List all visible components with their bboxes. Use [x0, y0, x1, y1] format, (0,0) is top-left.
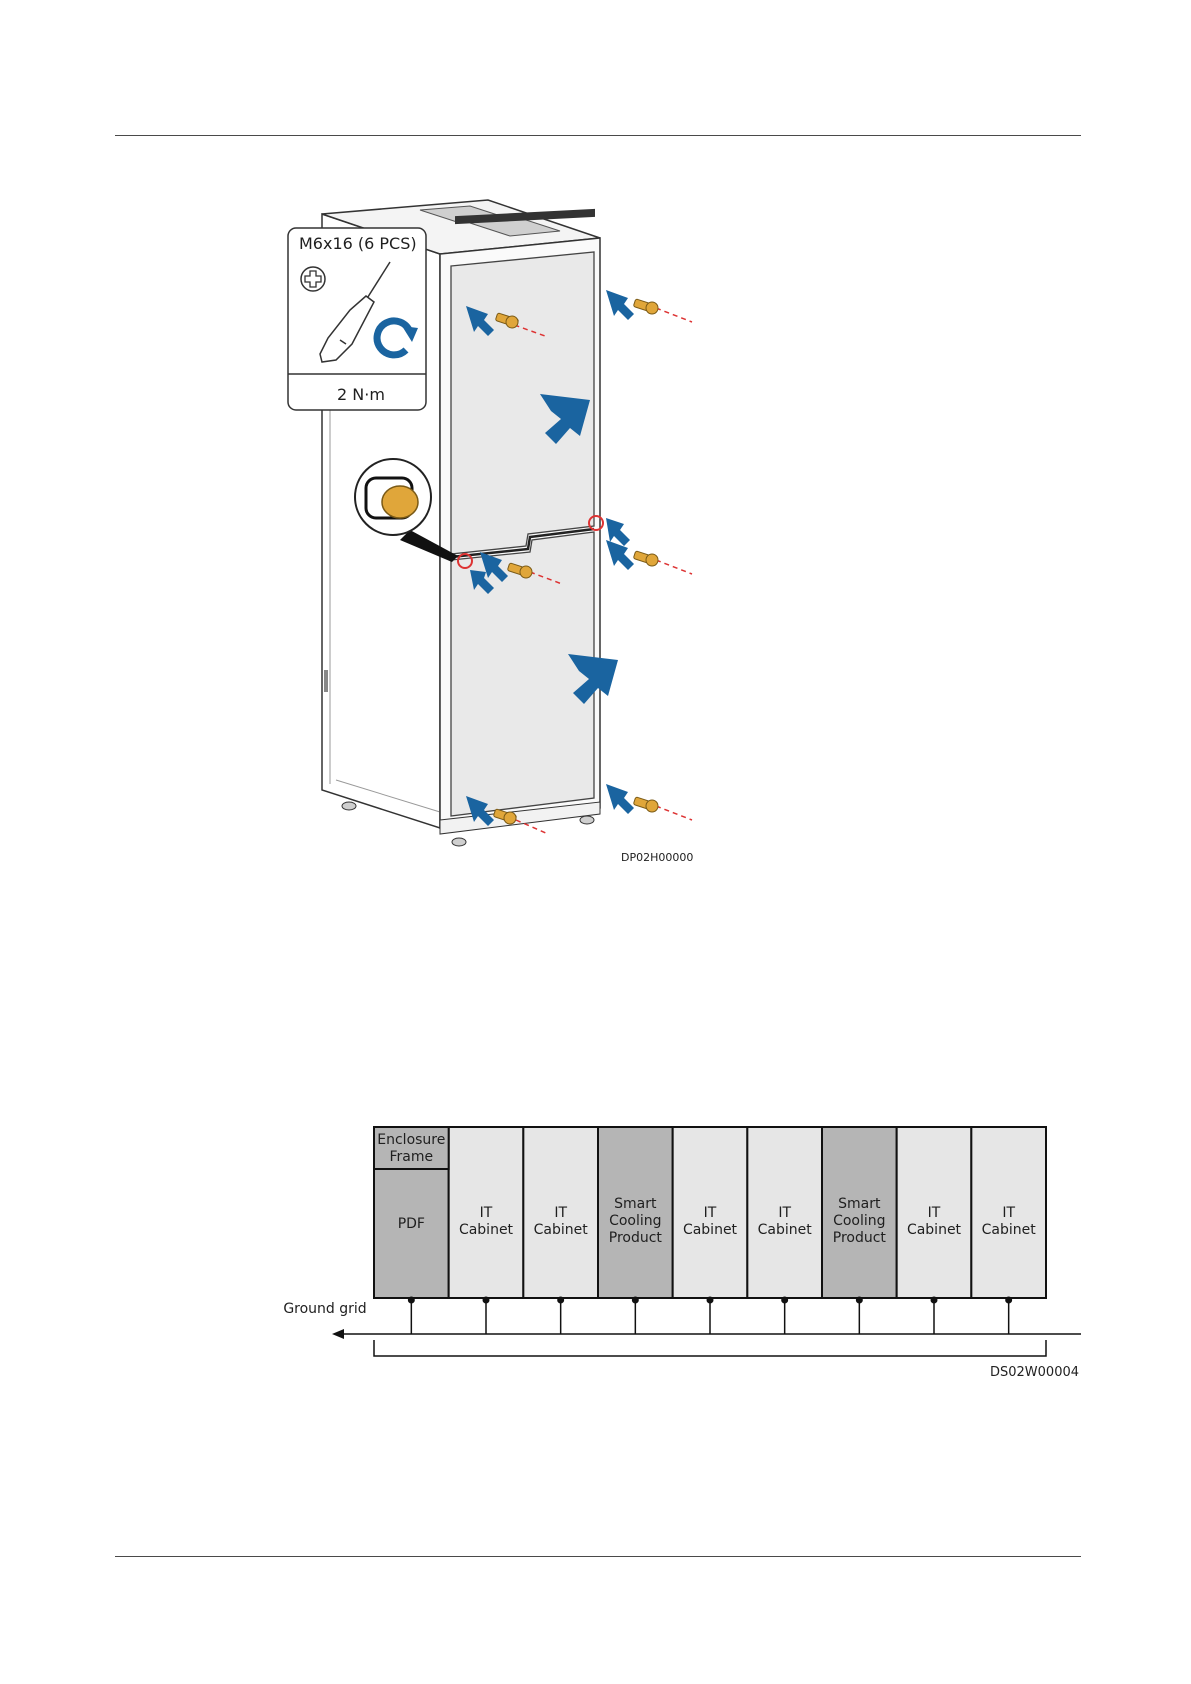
cabinet-block	[822, 1127, 897, 1298]
cabinet-block	[971, 1127, 1046, 1298]
ground-arrow-icon	[332, 1329, 344, 1339]
tool-box: M6x16 (6 PCS) 2 N·m	[288, 228, 426, 410]
enclosure-frame-label: Frame	[390, 1149, 434, 1165]
ground-point	[557, 1297, 564, 1304]
cabinet-label: Cabinet	[534, 1222, 589, 1238]
ground-point	[1005, 1297, 1012, 1304]
ground-point	[707, 1297, 714, 1304]
ground-point	[632, 1297, 639, 1304]
ground-point	[483, 1297, 490, 1304]
cabinet-label: Smart	[838, 1196, 881, 1212]
ground-point	[856, 1297, 863, 1304]
screw-spec-label: M6x16 (6 PCS)	[299, 234, 417, 253]
cabinet-block	[598, 1127, 673, 1298]
ground-point	[781, 1297, 788, 1304]
cabinet-label: IT	[778, 1205, 791, 1221]
cabinet-label: IT	[1002, 1205, 1015, 1221]
cabinet-label: IT	[480, 1205, 493, 1221]
cabinet-label: IT	[554, 1205, 567, 1221]
cabinet-label: IT	[928, 1205, 941, 1221]
cabinet-label: Cabinet	[758, 1222, 813, 1238]
cabinet-label: Product	[609, 1230, 663, 1246]
ground-bracket	[374, 1340, 1046, 1356]
cabinet-label: IT	[704, 1205, 717, 1221]
cabinet-block	[523, 1127, 598, 1298]
cabinet-label: Cabinet	[683, 1222, 738, 1238]
footer-rule	[115, 1556, 1081, 1557]
cabinet-block	[374, 1127, 449, 1298]
cabinet-handle	[324, 670, 328, 692]
figure-code: DS02W00004	[990, 1365, 1079, 1380]
cabinet-block	[449, 1127, 524, 1298]
cabinet-block	[673, 1127, 748, 1298]
phillips-head-icon	[301, 267, 325, 291]
enclosure-frame-label: Enclosure	[377, 1132, 445, 1148]
cabinet-block	[747, 1127, 822, 1298]
cabinet-label: PDF	[398, 1216, 425, 1232]
cabinet-label: Cooling	[833, 1213, 885, 1229]
cabinet-label: Cooling	[609, 1213, 661, 1229]
cabinet-label: Cabinet	[459, 1222, 514, 1238]
cabinet-label: Product	[833, 1230, 887, 1246]
enclosure-frame-block	[374, 1127, 449, 1169]
ground-grid-label: Ground grid	[283, 1301, 366, 1317]
cabinet-label: Smart	[614, 1196, 657, 1212]
ground-point	[408, 1297, 415, 1304]
cabinet-label: Cabinet	[982, 1222, 1037, 1238]
cabinet-block	[897, 1127, 972, 1298]
cabinet-label: Cabinet	[907, 1222, 962, 1238]
torque-label: 2 N·m	[337, 385, 385, 404]
ground-point	[931, 1297, 938, 1304]
figure-code: DP02H00000	[621, 851, 693, 864]
cabinet-panel-figure: M6x16 (6 PCS) 2 N·m DP02H00000	[0, 0, 1191, 900]
